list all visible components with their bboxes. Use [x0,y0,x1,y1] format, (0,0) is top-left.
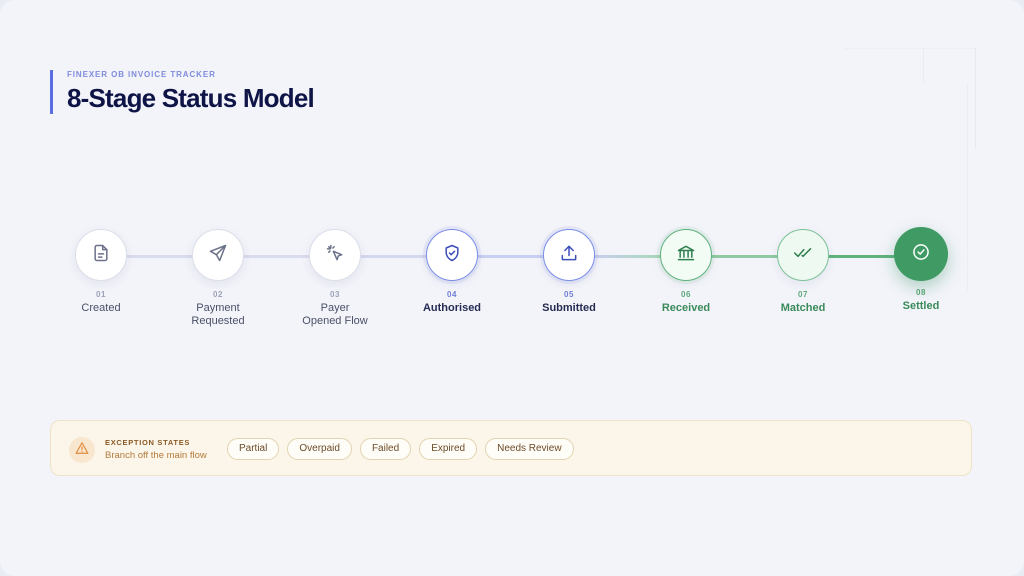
cursor-click-icon [325,243,345,268]
connector-line [477,255,545,258]
stage-number: 04 [447,290,457,299]
send-icon [208,243,228,268]
stage-label: Created [81,302,121,314]
stage-label: Payer Opened Flow [302,302,368,327]
connector-line [243,255,311,258]
connector-line [594,255,662,258]
stage-number: 08 [916,288,926,297]
stage-number: 07 [798,290,808,299]
stage-submitted[interactable]: 05 Submitted [509,229,629,315]
stage-received[interactable]: 06 Received [626,229,746,315]
stage-label: Authorised [422,302,482,314]
stage-matched[interactable]: 07 Matched [743,229,863,315]
stage-number: 05 [564,290,574,299]
stage-circle [543,229,595,281]
stage-number: 01 [96,290,106,299]
stage-number: 02 [213,290,223,299]
exception-chip-list: Partial Overpaid Failed Expired Needs Re… [227,438,574,460]
stage-circle [426,229,478,281]
exception-states-panel: EXCEPTION STATES Branch off the main flo… [50,420,972,476]
stage-number: 03 [330,290,340,299]
stage-label: Payment Requested [191,302,245,327]
exception-chip-overpaid[interactable]: Overpaid [287,438,352,460]
stage-label: Settled [902,300,940,312]
warning-icon [75,441,89,460]
connector-line [828,255,896,258]
stage-settled[interactable]: 08 Settled [861,227,981,313]
connector-line [126,255,194,258]
check-circle-icon [911,242,931,267]
stage-circle [75,229,127,281]
stage-circle [894,227,948,281]
exception-chip-partial[interactable]: Partial [227,438,280,460]
exception-chip-expired[interactable]: Expired [419,438,478,460]
document-icon [91,243,111,268]
exception-title: EXCEPTION STATES [105,438,191,447]
stage-circle [777,229,829,281]
exception-chip-failed[interactable]: Failed [359,438,412,460]
decorative-frame [845,48,976,149]
upload-icon [559,243,579,268]
stage-created[interactable]: 01 Created [41,229,161,315]
stage-label: Submitted [542,302,596,314]
connector-line [711,255,779,258]
warning-badge [69,437,95,463]
exception-chip-needs-review[interactable]: Needs Review [485,438,574,460]
stage-label: Received [661,302,711,314]
decorative-line [923,48,924,83]
stage-label: Matched [780,302,826,314]
double-check-icon [793,243,813,268]
connector-line [360,255,428,258]
eyebrow-label: FINEXER OB INVOICE TRACKER [67,70,216,79]
stage-circle [660,229,712,281]
stage-circle [309,229,361,281]
exception-subtitle: Branch off the main flow [105,450,207,461]
decorative-line [967,85,968,290]
stage-payment-requested[interactable]: 02 Payment Requested [158,229,278,328]
header: FINEXER OB INVOICE TRACKER 8-Stage Statu… [50,70,315,114]
stage-authorised[interactable]: 04 Authorised [392,229,512,315]
shield-check-icon [442,243,462,268]
stage-payer-opened-flow[interactable]: 03 Payer Opened Flow [275,229,395,328]
stage-number: 06 [681,290,691,299]
bank-icon [676,243,696,268]
page-title: 8-Stage Status Model [67,83,315,113]
stage-circle [192,229,244,281]
